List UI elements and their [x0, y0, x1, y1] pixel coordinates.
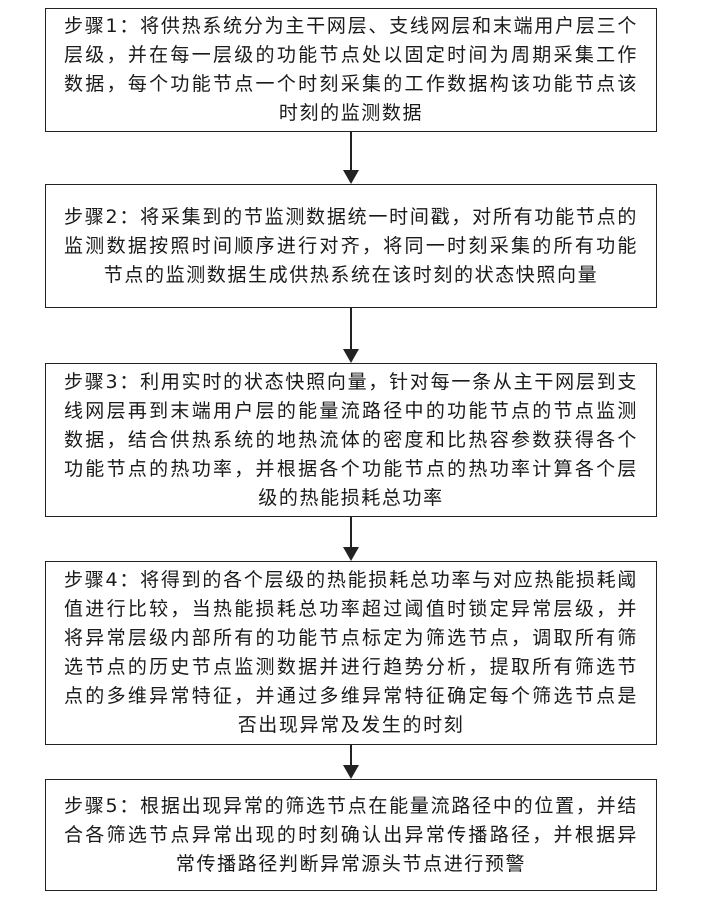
arrow-step4-to-step5 [343, 745, 359, 779]
step-4-box: 步骤4：将得到的各个层级的热能损耗总功率与对应热能损耗阈值进行比较，当热能损耗总… [45, 561, 657, 745]
step-5-box: 步骤5：根据出现异常的筛选节点在能量流路径中的位置，并结合各筛选节点异常出现的时… [45, 779, 657, 891]
arrow-step2-to-step3 [343, 308, 359, 363]
step-2-text: 步骤2：将采集到的节监测数据统一时间戳，对所有功能节点的监测数据按照时间顺序进行… [64, 203, 638, 290]
arrow-step3-to-step4 [343, 517, 359, 561]
step-1-text: 步骤1：将供热系统分为主干网层、支线网层和末端用户层三个层级，并在每一层级的功能… [64, 12, 638, 128]
step-4-text: 步骤4：将得到的各个层级的热能损耗总功率与对应热能损耗阈值进行比较，当热能损耗总… [64, 566, 638, 740]
step-1-box: 步骤1：将供热系统分为主干网层、支线网层和末端用户层三个层级，并在每一层级的功能… [45, 8, 657, 132]
step-2-box: 步骤2：将采集到的节监测数据统一时间戳，对所有功能节点的监测数据按照时间顺序进行… [45, 184, 657, 308]
step-3-box: 步骤3：利用实时的状态快照向量，针对每一条从主干网层到支线网层再到末端用户层的能… [45, 363, 657, 517]
arrow-step1-to-step2 [343, 132, 359, 184]
step-5-text: 步骤5：根据出现异常的筛选节点在能量流路径中的位置，并结合各筛选节点异常出现的时… [64, 792, 638, 879]
step-3-text: 步骤3：利用实时的状态快照向量，针对每一条从主干网层到支线网层再到末端用户层的能… [64, 368, 638, 513]
